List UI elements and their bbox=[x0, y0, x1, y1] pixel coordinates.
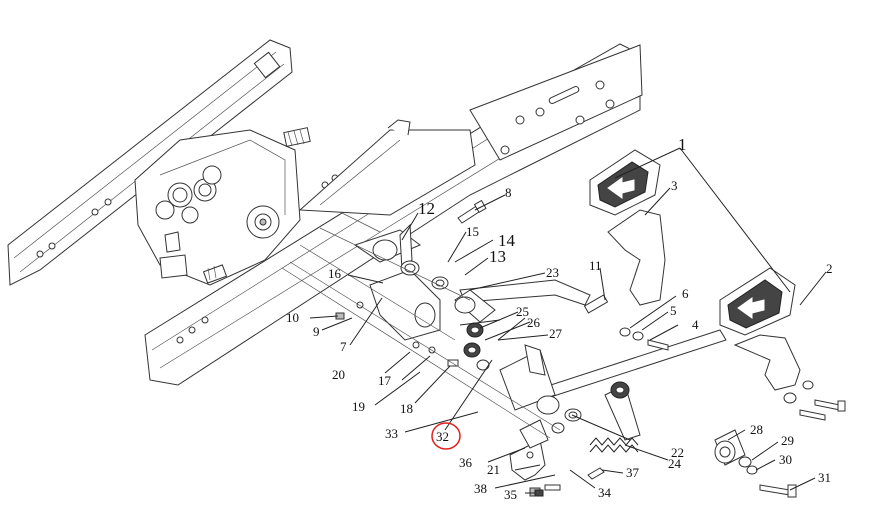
callout-32: 32 bbox=[436, 429, 449, 444]
callout-25: 25 bbox=[516, 304, 529, 319]
leader-lines bbox=[309, 147, 827, 494]
callout-23: 23 bbox=[546, 265, 559, 280]
callout-5: 5 bbox=[670, 303, 677, 318]
callout-3: 3 bbox=[671, 178, 678, 193]
axle-rods bbox=[281, 211, 561, 439]
callout-27: 27 bbox=[549, 326, 562, 341]
callout-2: 2 bbox=[826, 261, 833, 276]
callout-7: 7 bbox=[340, 339, 347, 354]
callout-34: 34 bbox=[598, 485, 611, 500]
callout-37: 37 bbox=[626, 465, 639, 480]
lower-bracket bbox=[509, 419, 549, 481]
callout-4: 4 bbox=[692, 317, 699, 332]
transmission-housing bbox=[134, 127, 311, 286]
callout-21: 21 bbox=[487, 462, 500, 477]
callout-16: 16 bbox=[328, 266, 341, 281]
callout-19: 19 bbox=[352, 399, 365, 414]
callout-15: 15 bbox=[466, 224, 479, 239]
callout-12: 12 bbox=[418, 199, 435, 218]
callout-26: 26 bbox=[527, 315, 540, 330]
callout-20: 20 bbox=[332, 367, 345, 382]
highlight-ring-32 bbox=[431, 422, 461, 450]
callout-29: 29 bbox=[781, 433, 794, 448]
pivot-tube-assembly bbox=[353, 223, 560, 415]
callout-22: 22 bbox=[671, 445, 684, 460]
callout-31: 31 bbox=[818, 470, 831, 485]
callout-8: 8 bbox=[505, 185, 512, 200]
callout-6: 6 bbox=[682, 286, 689, 301]
link-arm bbox=[604, 381, 641, 441]
callout-24: 24 bbox=[668, 456, 681, 471]
callout-10: 10 bbox=[286, 310, 299, 325]
return-spring bbox=[589, 437, 639, 453]
pedal-arm-upper bbox=[583, 209, 666, 314]
left-frame-rail bbox=[7, 39, 293, 286]
pedal-pad-lower bbox=[719, 267, 796, 336]
callout-30: 30 bbox=[779, 452, 792, 467]
right-frame-rail bbox=[144, 43, 643, 386]
pedal-arm-lower bbox=[733, 334, 801, 391]
callout-14: 14 bbox=[498, 231, 515, 250]
callout-36: 36 bbox=[459, 455, 472, 470]
bushing bbox=[714, 429, 746, 466]
callout-18: 18 bbox=[400, 401, 413, 416]
callout-38: 38 bbox=[474, 481, 487, 496]
pedal-pad-upper bbox=[589, 149, 661, 216]
callout-11: 11 bbox=[589, 258, 602, 273]
cross-member bbox=[298, 119, 476, 216]
callout-17: 17 bbox=[378, 373, 391, 388]
callout-9: 9 bbox=[313, 324, 320, 339]
callout-35: 35 bbox=[504, 487, 517, 502]
callout-33: 33 bbox=[385, 426, 398, 441]
callout-13: 13 bbox=[489, 247, 506, 266]
callout-1: 1 bbox=[678, 135, 687, 154]
callout-28: 28 bbox=[750, 422, 763, 437]
